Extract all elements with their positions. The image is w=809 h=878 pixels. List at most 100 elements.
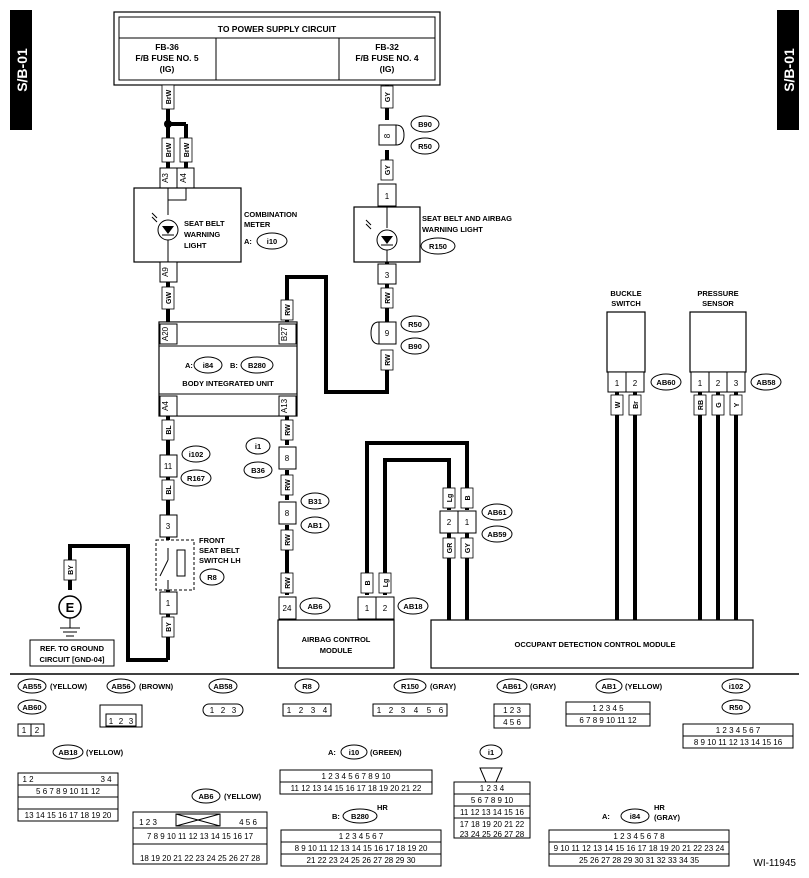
svg-text:B: B (365, 580, 372, 585)
svg-text:1 2 3 4: 1 2 3 4 (480, 784, 505, 793)
svg-text:8 9 10 11 12 13 14 15 16: 8 9 10 11 12 13 14 15 16 (694, 738, 783, 747)
svg-text:(YELLOW): (YELLOW) (50, 682, 88, 691)
svg-text:1: 1 (22, 726, 27, 735)
svg-text:3: 3 (401, 706, 406, 715)
svg-text:25 26 27 28 29 30 31 32 33 34: 25 26 27 28 29 30 31 32 33 34 35 (579, 856, 700, 865)
svg-text:21 22 23 24 25 26 27 2: 21 22 23 24 25 26 27 28 29 30 (307, 856, 417, 865)
svg-text:1 2 3 4 5 6: 1 2 3 4 5 6 7 8 (613, 832, 665, 841)
connector-r50-b90-mid: 9 R50 B90 (370, 315, 430, 355)
power-supply-title: TO POWER SUPPLY CIRCUIT (218, 24, 337, 34)
connector-ab61-ab59: 2 1 AB61 AB59 (439, 503, 513, 543)
svg-text:B:: B: (332, 812, 340, 821)
svg-text:BY: BY (68, 565, 75, 575)
svg-text:RW: RW (385, 292, 392, 304)
svg-text:AB56: AB56 (111, 682, 130, 691)
light-emission-icon (365, 219, 372, 230)
svg-text:BrW: BrW (166, 142, 173, 157)
svg-text:A4: A4 (179, 173, 188, 183)
svg-text:2: 2 (119, 717, 124, 726)
svg-text:R50: R50 (408, 320, 422, 329)
svg-text:PRESSURE: PRESSURE (697, 289, 738, 298)
svg-text:BL: BL (166, 485, 173, 495)
light-emission-icon (151, 212, 158, 223)
svg-text:B31: B31 (308, 497, 322, 506)
svg-text:1: 1 (166, 599, 171, 608)
svg-text:RW: RW (285, 424, 292, 436)
svg-text:23 24 25 26 27 28: 23 24 25 26 27 28 (460, 830, 525, 839)
svg-text:3: 3 (734, 379, 739, 388)
svg-text:AB6: AB6 (198, 792, 213, 801)
svg-text:3: 3 (311, 706, 316, 715)
svg-text:AB6: AB6 (307, 602, 322, 611)
svg-text:A3: A3 (161, 173, 170, 183)
svg-text:SEAT BELT AND AIRBAG: SEAT BELT AND AIRBAG (422, 214, 512, 223)
front-seat-belt-switch: 3 FRONT SEAT BELT SWITCH LH R8 1 (155, 514, 241, 615)
svg-text:9 10 11 12 13 14 15 16 17 18 1: 9 10 11 12 13 14 15 16 17 18 19 20 21 22… (554, 844, 725, 853)
svg-text:A20: A20 (161, 326, 170, 341)
svg-text:Lg: Lg (447, 494, 454, 503)
svg-text:W: W (615, 401, 622, 408)
svg-text:COMBINATION: COMBINATION (244, 210, 297, 219)
svg-text:Y: Y (734, 402, 741, 407)
wire-color-labels: BrW BrW BrW GY GY GW RW RW RW RW RW RW R… (63, 84, 743, 638)
airbag-control-module: 24 AB6 1 2 AB18 AIRBAG CONTROL MODULE (277, 596, 429, 669)
svg-text:RW: RW (385, 354, 392, 366)
svg-text:SEAT BELT: SEAT BELT (199, 546, 240, 555)
side-tab-left: S/B-01 (10, 10, 32, 130)
svg-text:B27: B27 (280, 326, 289, 341)
svg-text:8 9 10 11 12 13 14 15 16 17 18: 8 9 10 11 12 13 14 15 16 17 18 19 20 (295, 844, 428, 853)
svg-text:1: 1 (210, 706, 215, 715)
svg-text:GY: GY (385, 165, 392, 175)
svg-text:1 2: 1 2 (22, 775, 34, 784)
svg-text:R150: R150 (429, 242, 447, 251)
svg-text:1: 1 (287, 706, 292, 715)
svg-text:2: 2 (35, 726, 40, 735)
svg-text:BY: BY (166, 622, 173, 632)
connector-legend: AB55 (YELLOW) AB60 1 2 AB56 (BROWN) 1 2 … (17, 678, 794, 867)
svg-text:S/B-01: S/B-01 (14, 48, 30, 92)
svg-text:CIRCUIT [GND-04]: CIRCUIT [GND-04] (40, 655, 106, 664)
svg-text:13 14 15 16 17 18 19 20: 13 14 15 16 17 18 19 20 (25, 811, 112, 820)
svg-text:4 5 6: 4 5 6 (239, 818, 257, 827)
svg-text:FRONT: FRONT (199, 536, 225, 545)
svg-text:1 2 3 4 5: 1 2 3 4 5 (592, 704, 624, 713)
svg-text:Br: Br (633, 401, 640, 409)
svg-text:A:: A: (244, 237, 252, 246)
svg-text:METER: METER (244, 220, 271, 229)
svg-text:7 8 9 10 11 12 13 14 15 16 17: 7 8 9 10 11 12 13 14 15 16 17 (147, 832, 254, 841)
svg-text:OCCUPANT DETECTION CONTROL MOD: OCCUPANT DETECTION CONTROL MODULE (515, 640, 676, 649)
svg-text:4: 4 (414, 706, 419, 715)
svg-text:(GREEN): (GREEN) (370, 748, 402, 757)
svg-text:(IG): (IG) (380, 64, 395, 74)
svg-text:1: 1 (109, 717, 114, 726)
svg-text:(IG): (IG) (160, 64, 175, 74)
svg-text:24: 24 (283, 604, 292, 613)
svg-text:GW: GW (166, 292, 173, 304)
svg-text:8: 8 (383, 133, 392, 138)
svg-text:A4: A4 (161, 401, 170, 411)
svg-text:17 18 19 20 21 22: 17 18 19 20 21 22 (460, 820, 525, 829)
svg-text:i1: i1 (488, 748, 494, 757)
svg-text:A:: A: (602, 812, 610, 821)
svg-text:AB59: AB59 (487, 530, 506, 539)
svg-text:8: 8 (285, 454, 290, 463)
svg-text:RW: RW (285, 534, 292, 546)
svg-text:5 6 7 8 9 10: 5 6 7 8 9 10 (471, 796, 514, 805)
connector-b90-r50-top: 8 B90 R50 (378, 115, 440, 155)
svg-text:(GRAY): (GRAY) (654, 813, 680, 822)
svg-text:S/B-01: S/B-01 (781, 48, 797, 92)
svg-text:AB60: AB60 (22, 703, 41, 712)
svg-text:B: B (465, 495, 472, 500)
svg-text:1: 1 (615, 379, 620, 388)
svg-text:R50: R50 (729, 703, 743, 712)
svg-text:1 2 3 4 5 6 7: 1 2 3 4 5 6 7 (716, 726, 761, 735)
svg-text:E: E (66, 600, 75, 615)
svg-text:B36: B36 (251, 466, 265, 475)
svg-text:WARNING: WARNING (184, 230, 220, 239)
svg-text:B280: B280 (351, 812, 369, 821)
svg-text:MODULE: MODULE (320, 646, 353, 655)
svg-text:LIGHT: LIGHT (184, 241, 207, 250)
svg-text:1: 1 (385, 192, 390, 201)
svg-text:G: G (716, 402, 723, 408)
svg-text:i102: i102 (189, 450, 204, 459)
